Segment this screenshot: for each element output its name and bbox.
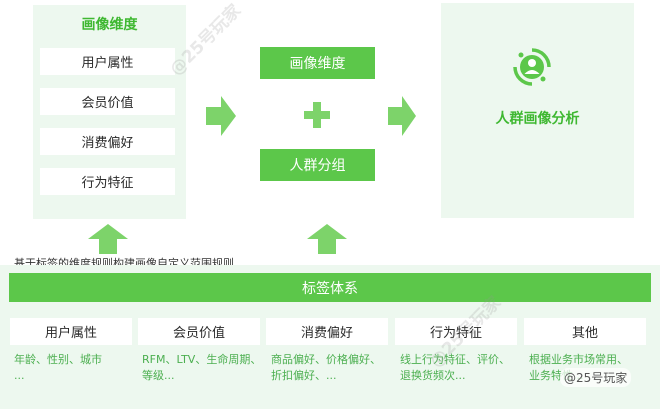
tag-desc-line: 折扣偏好、... bbox=[271, 369, 337, 382]
dimension-panel-title: 画像维度 bbox=[81, 17, 138, 33]
arrow-right-2 bbox=[388, 96, 416, 136]
tag-desc-line: 根据业务市场常用、 bbox=[529, 353, 628, 366]
user-refresh-icon bbox=[512, 47, 552, 87]
tag-desc-line: 退换货频次... bbox=[400, 369, 466, 382]
tag-desc-line: 商品偏好、价格偏好、 bbox=[271, 353, 381, 366]
tag-desc-line: ... bbox=[14, 369, 25, 382]
plus-icon bbox=[304, 102, 330, 128]
tag-desc-behavior-features: 线上行为特征、评价、 退换货频次... bbox=[400, 352, 522, 384]
watermark-corner: @25号玩家 bbox=[560, 368, 632, 387]
arrow-up-1 bbox=[88, 224, 128, 254]
tag-desc-line: 线上行为特征、评价、 bbox=[400, 353, 510, 366]
tag-desc-line: 年龄、性别、城市 bbox=[14, 353, 102, 366]
arrow-right-1 bbox=[206, 96, 236, 136]
dimension-item-user-attributes: 用户属性 bbox=[40, 48, 175, 75]
crowd-analysis-panel bbox=[441, 3, 634, 218]
tag-category-user-attributes: 用户属性 bbox=[10, 318, 132, 345]
tag-desc-user-attributes: 年龄、性别、城市 ... bbox=[14, 352, 134, 384]
tag-category-member-value: 会员价值 bbox=[138, 318, 260, 345]
tag-desc-line: RFM、LTV、生命周期、 bbox=[142, 353, 262, 366]
dimension-item-member-value: 会员价值 bbox=[40, 88, 175, 115]
crowd-analysis-title: 人群画像分析 bbox=[495, 111, 580, 127]
dimension-item-behavior-features: 行为特征 bbox=[40, 168, 175, 195]
tag-desc-consumption-preference: 商品偏好、价格偏好、 折扣偏好、... bbox=[271, 352, 393, 384]
watermark-corner-text: @25号玩家 bbox=[564, 371, 628, 385]
tag-desc-member-value: RFM、LTV、生命周期、 等级... bbox=[142, 352, 264, 384]
portrait-dimension-box: 画像维度 bbox=[260, 47, 375, 79]
tag-system-bar: 标签体系 bbox=[9, 273, 651, 302]
tag-category-consumption-preference: 消费偏好 bbox=[266, 318, 388, 345]
dimension-item-consumption-preference: 消费偏好 bbox=[40, 128, 175, 155]
arrow-up-2 bbox=[307, 224, 347, 254]
tag-category-behavior-features: 行为特征 bbox=[395, 318, 517, 345]
crowd-grouping-box: 人群分组 bbox=[260, 149, 375, 181]
tag-category-other: 其他 bbox=[524, 318, 646, 345]
tag-desc-line: 等级... bbox=[142, 369, 175, 382]
